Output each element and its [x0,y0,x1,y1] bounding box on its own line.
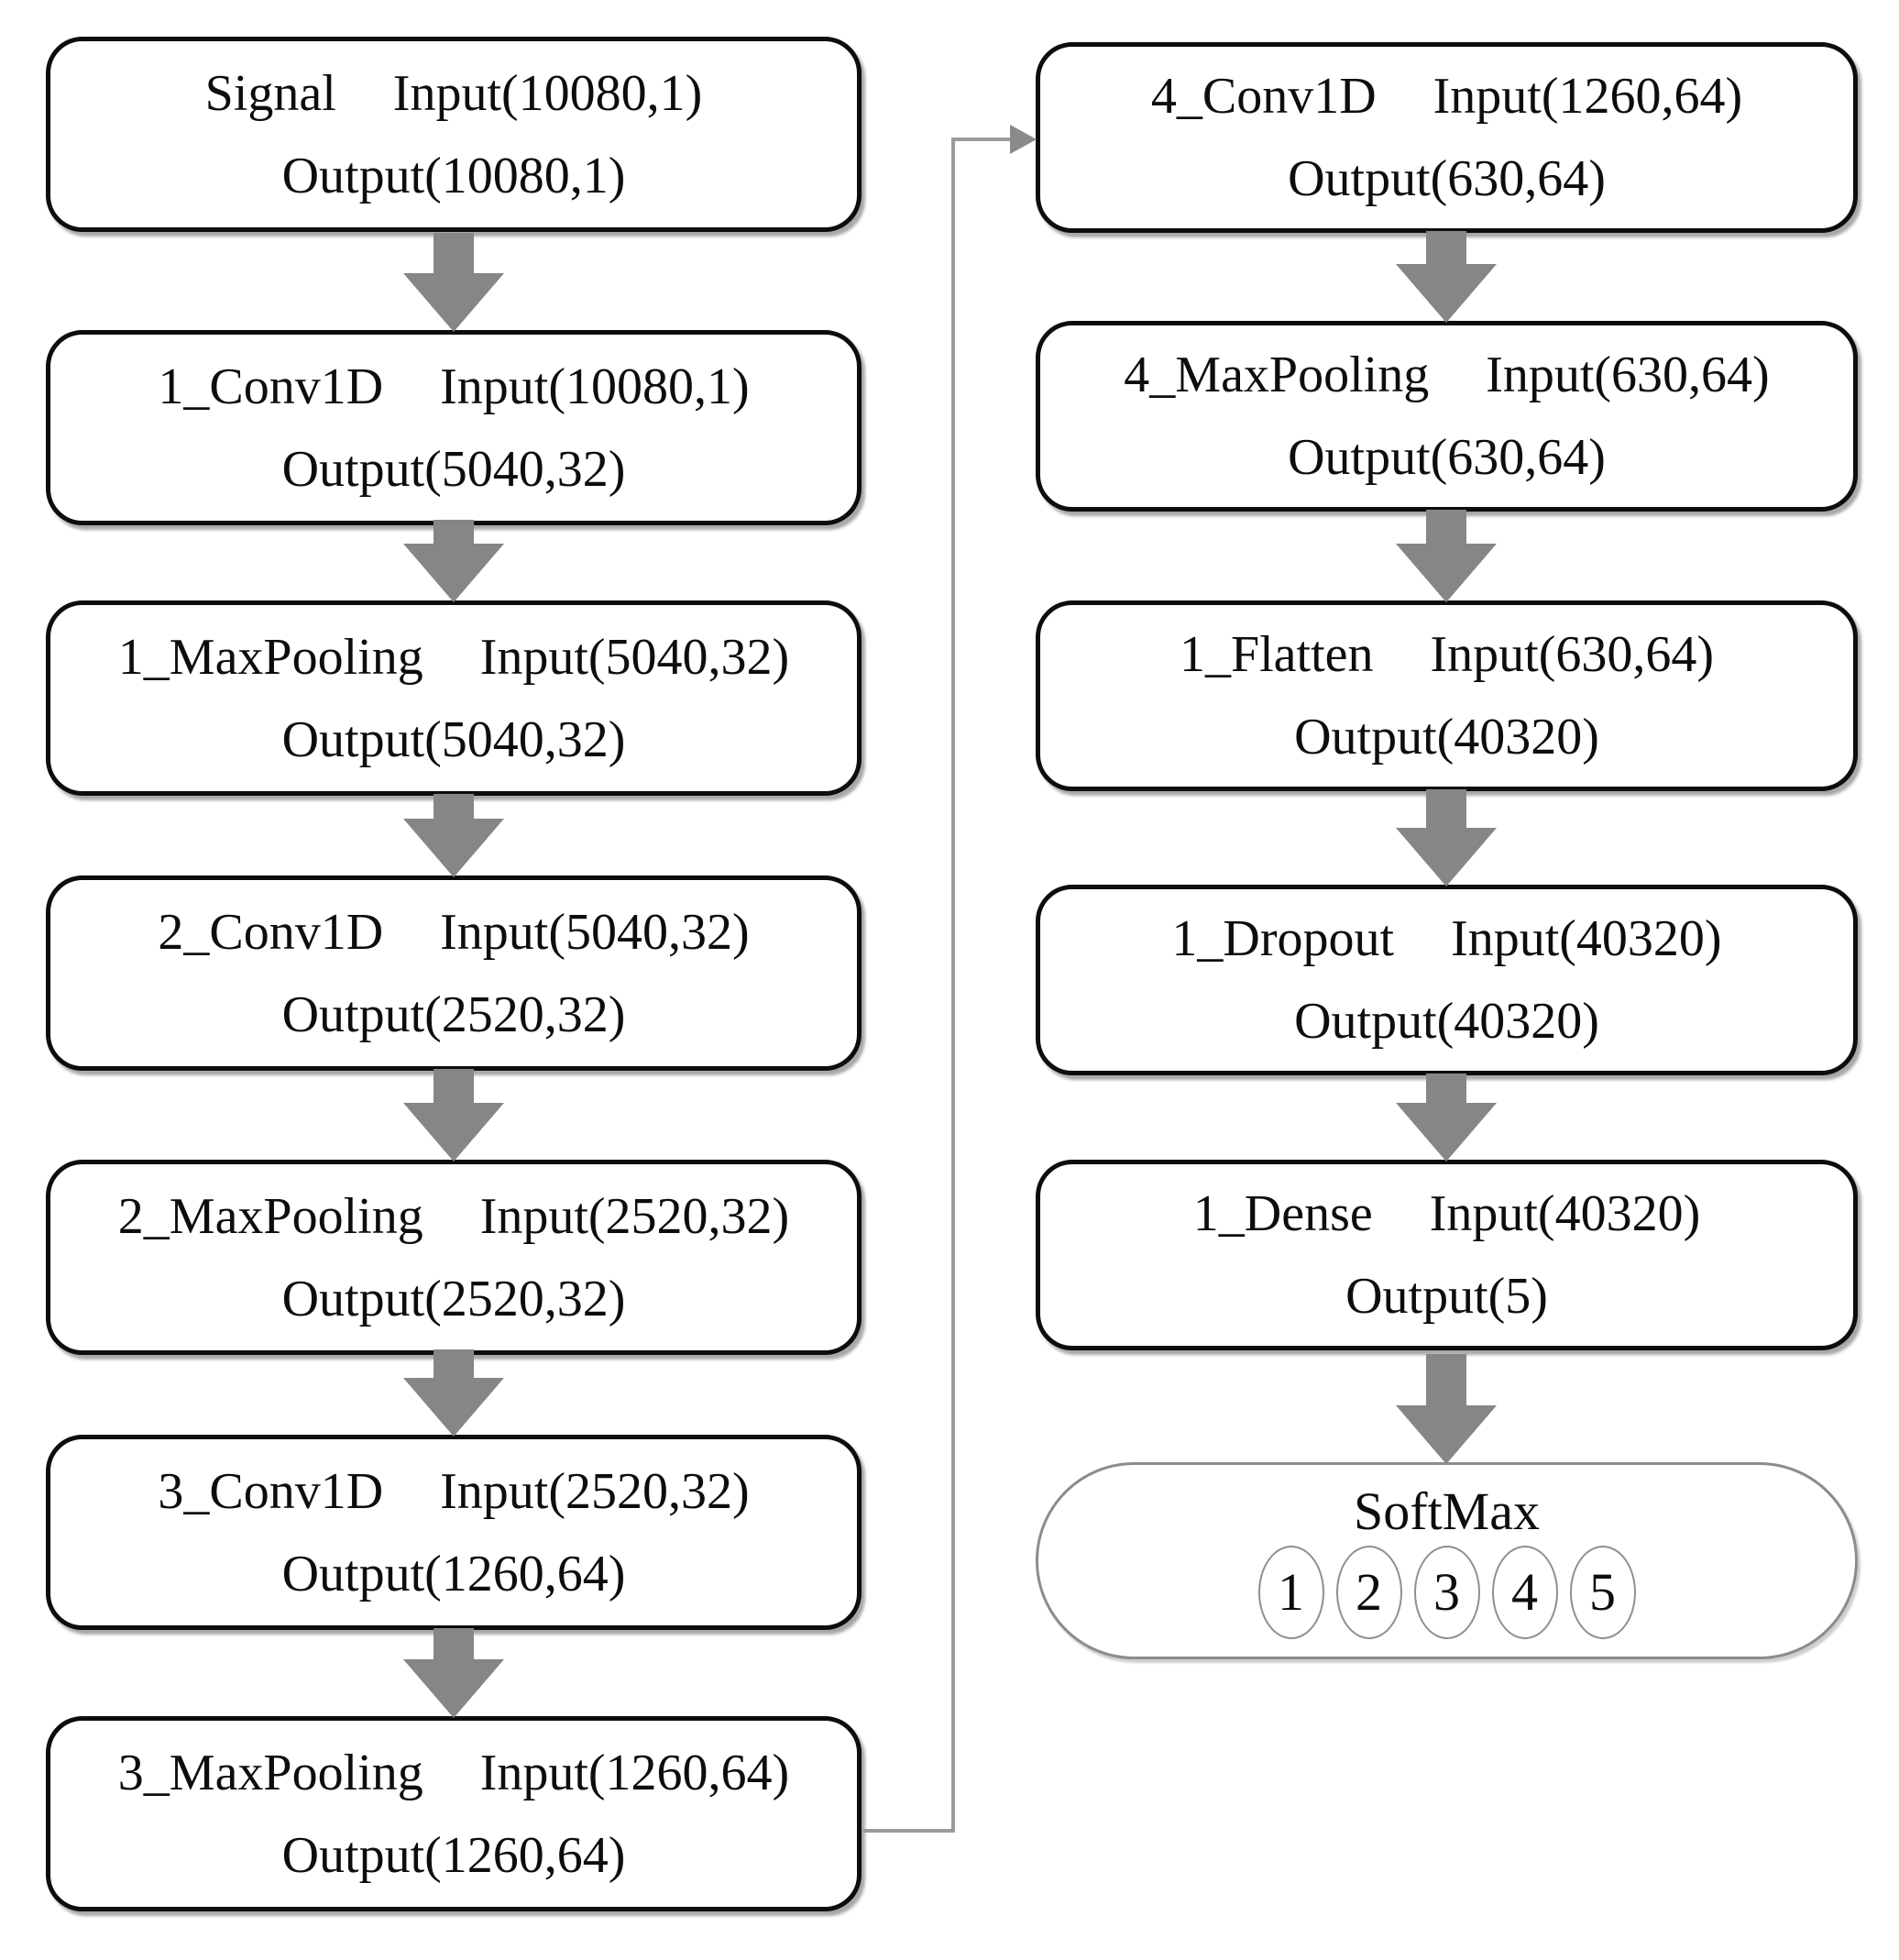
layer-input-shape: Input(1260,64) [1432,68,1743,125]
class-ellipse: 1 [1257,1545,1324,1639]
layer-output-shape: Output(10080,1) [281,147,626,204]
class-ellipse: 3 [1413,1545,1480,1639]
layer-name: Signal [204,64,336,122]
node-1-dense: 1_Dense Input(40320) Output(5) [1036,1160,1858,1350]
node-4-maxpooling: 4_MaxPooling Input(630,64) Output(630,64… [1036,321,1858,512]
layer-input-shape: Input(5040,32) [479,628,790,686]
layer-output-shape: Output(1260,64) [281,1545,626,1602]
layer-input-shape: Input(40320) [1429,1185,1701,1242]
down-arrow-icon [1396,789,1497,886]
layer-name: 1_Dropout [1171,910,1395,967]
layer-name: 1_Flatten [1179,626,1374,683]
layer-output-shape: Output(630,64) [1288,429,1606,486]
down-arrow-icon [1396,1354,1497,1464]
node-signal: Signal Input(10080,1) Output(10080,1) [46,37,862,232]
layer-output-shape: Output(5040,32) [281,440,626,498]
layer-name: 1_MaxPooling [117,628,423,686]
down-arrow-icon [1396,510,1497,602]
node-1-conv1d: 1_Conv1D Input(10080,1) Output(5040,32) [46,330,862,525]
layer-input-shape: Input(1260,64) [479,1744,790,1801]
layer-input-shape: Input(630,64) [1486,347,1770,403]
layer-input-shape: Input(630,64) [1430,626,1715,683]
layer-name: 3_Conv1D [158,1462,384,1520]
down-arrow-icon [403,794,504,877]
down-arrow-icon [1396,231,1497,323]
class-ellipse: 5 [1569,1545,1636,1639]
layer-input-shape: Input(5040,32) [440,903,750,961]
layer-output-shape: Output(40320) [1294,709,1599,765]
layer-name: 2_MaxPooling [117,1187,423,1245]
node-1-dropout: 1_Dropout Input(40320) Output(40320) [1036,885,1858,1075]
layer-input-shape: Input(2520,32) [479,1187,790,1245]
class-ellipse: 2 [1335,1545,1402,1639]
layer-input-shape: Input(2520,32) [440,1462,750,1520]
class-ellipse: 4 [1491,1545,1558,1639]
down-arrow-icon [1396,1074,1497,1162]
layer-input-shape: Input(10080,1) [392,64,703,122]
node-2-maxpooling: 2_MaxPooling Input(2520,32) Output(2520,… [46,1160,862,1355]
layer-name: 4_Conv1D [1150,68,1377,125]
down-arrow-icon [403,520,504,602]
layer-output-shape: Output(5) [1345,1268,1548,1325]
layer-output-shape: Output(2520,32) [281,1270,626,1327]
softmax-label: SoftMax [1354,1481,1540,1541]
layer-output-shape: Output(630,64) [1288,150,1606,207]
layer-name: 4_MaxPooling [1124,347,1430,403]
down-arrow-icon [403,1069,504,1162]
layer-output-shape: Output(2520,32) [281,986,626,1043]
layer-input-shape: Input(10080,1) [440,358,750,415]
layer-name: 1_Dense [1192,1185,1373,1242]
node-3-conv1d: 3_Conv1D Input(2520,32) Output(1260,64) [46,1435,862,1630]
node-1-maxpooling: 1_MaxPooling Input(5040,32) Output(5040,… [46,600,862,796]
softmax-class-row: 1 2 3 4 5 [1257,1545,1636,1639]
layer-name: 3_MaxPooling [117,1744,423,1801]
layer-output-shape: Output(1260,64) [281,1826,626,1884]
down-arrow-icon [403,1349,504,1437]
layer-output-shape: Output(40320) [1294,993,1599,1050]
node-2-conv1d: 2_Conv1D Input(5040,32) Output(2520,32) [46,875,862,1071]
node-softmax: SoftMax 1 2 3 4 5 [1036,1462,1858,1659]
node-4-conv1d: 4_Conv1D Input(1260,64) Output(630,64) [1036,42,1858,233]
layer-input-shape: Input(40320) [1451,910,1722,967]
layer-output-shape: Output(5040,32) [281,710,626,768]
node-1-flatten: 1_Flatten Input(630,64) Output(40320) [1036,600,1858,791]
down-arrow-icon [403,233,504,332]
node-3-maxpooling: 3_MaxPooling Input(1260,64) Output(1260,… [46,1716,862,1911]
layer-name: 2_Conv1D [158,903,384,961]
layer-name: 1_Conv1D [158,358,384,415]
down-arrow-icon [403,1628,504,1718]
